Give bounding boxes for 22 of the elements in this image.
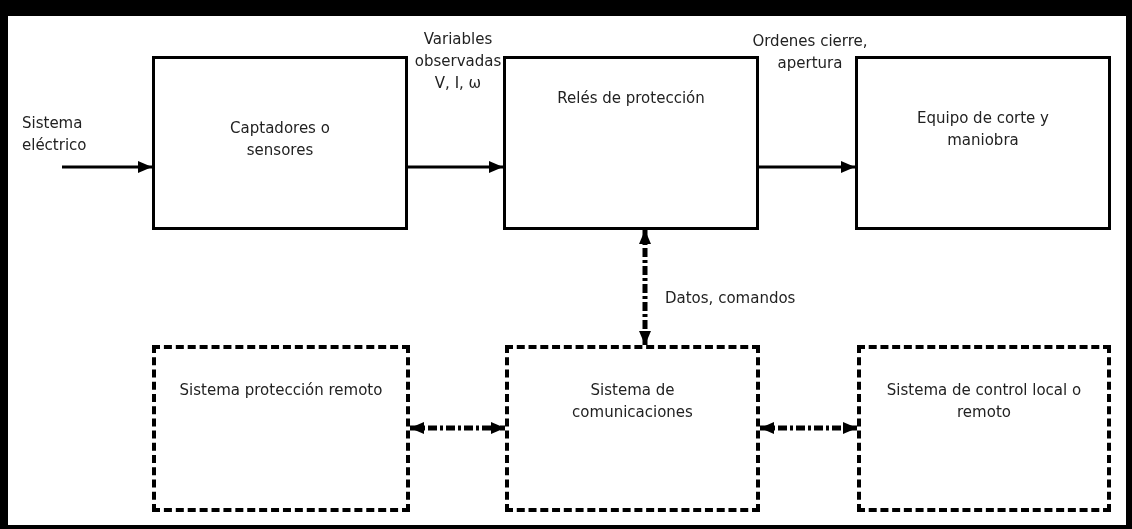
process-box — [855, 56, 1111, 230]
arrow — [62, 161, 152, 173]
process-box — [505, 345, 760, 512]
box-label: Sistema de control local o remoto — [885, 380, 1083, 423]
arrow — [760, 422, 857, 434]
process-box — [152, 56, 408, 230]
arrow — [408, 161, 503, 173]
process-box — [857, 345, 1111, 512]
box-label: Sistema protección remoto — [178, 380, 384, 401]
box-label: Equipo de corte y maniobra — [916, 108, 1050, 151]
box-label: Relés de protección — [556, 88, 706, 109]
arrow — [639, 230, 651, 345]
process-box — [152, 345, 410, 512]
box-label: Sistema de comunicaciones — [571, 380, 694, 423]
edge-label: Sistema eléctrico — [22, 113, 88, 156]
arrow — [759, 161, 855, 173]
note-label: Variables observadas V, I, ω — [413, 29, 503, 94]
edge-label: Datos, comandos — [665, 288, 797, 309]
process-box — [503, 56, 759, 230]
box-label: Captadores o sensores — [229, 118, 331, 161]
note-label: Ordenes cierre, apertura — [751, 31, 869, 74]
arrow — [410, 422, 505, 434]
